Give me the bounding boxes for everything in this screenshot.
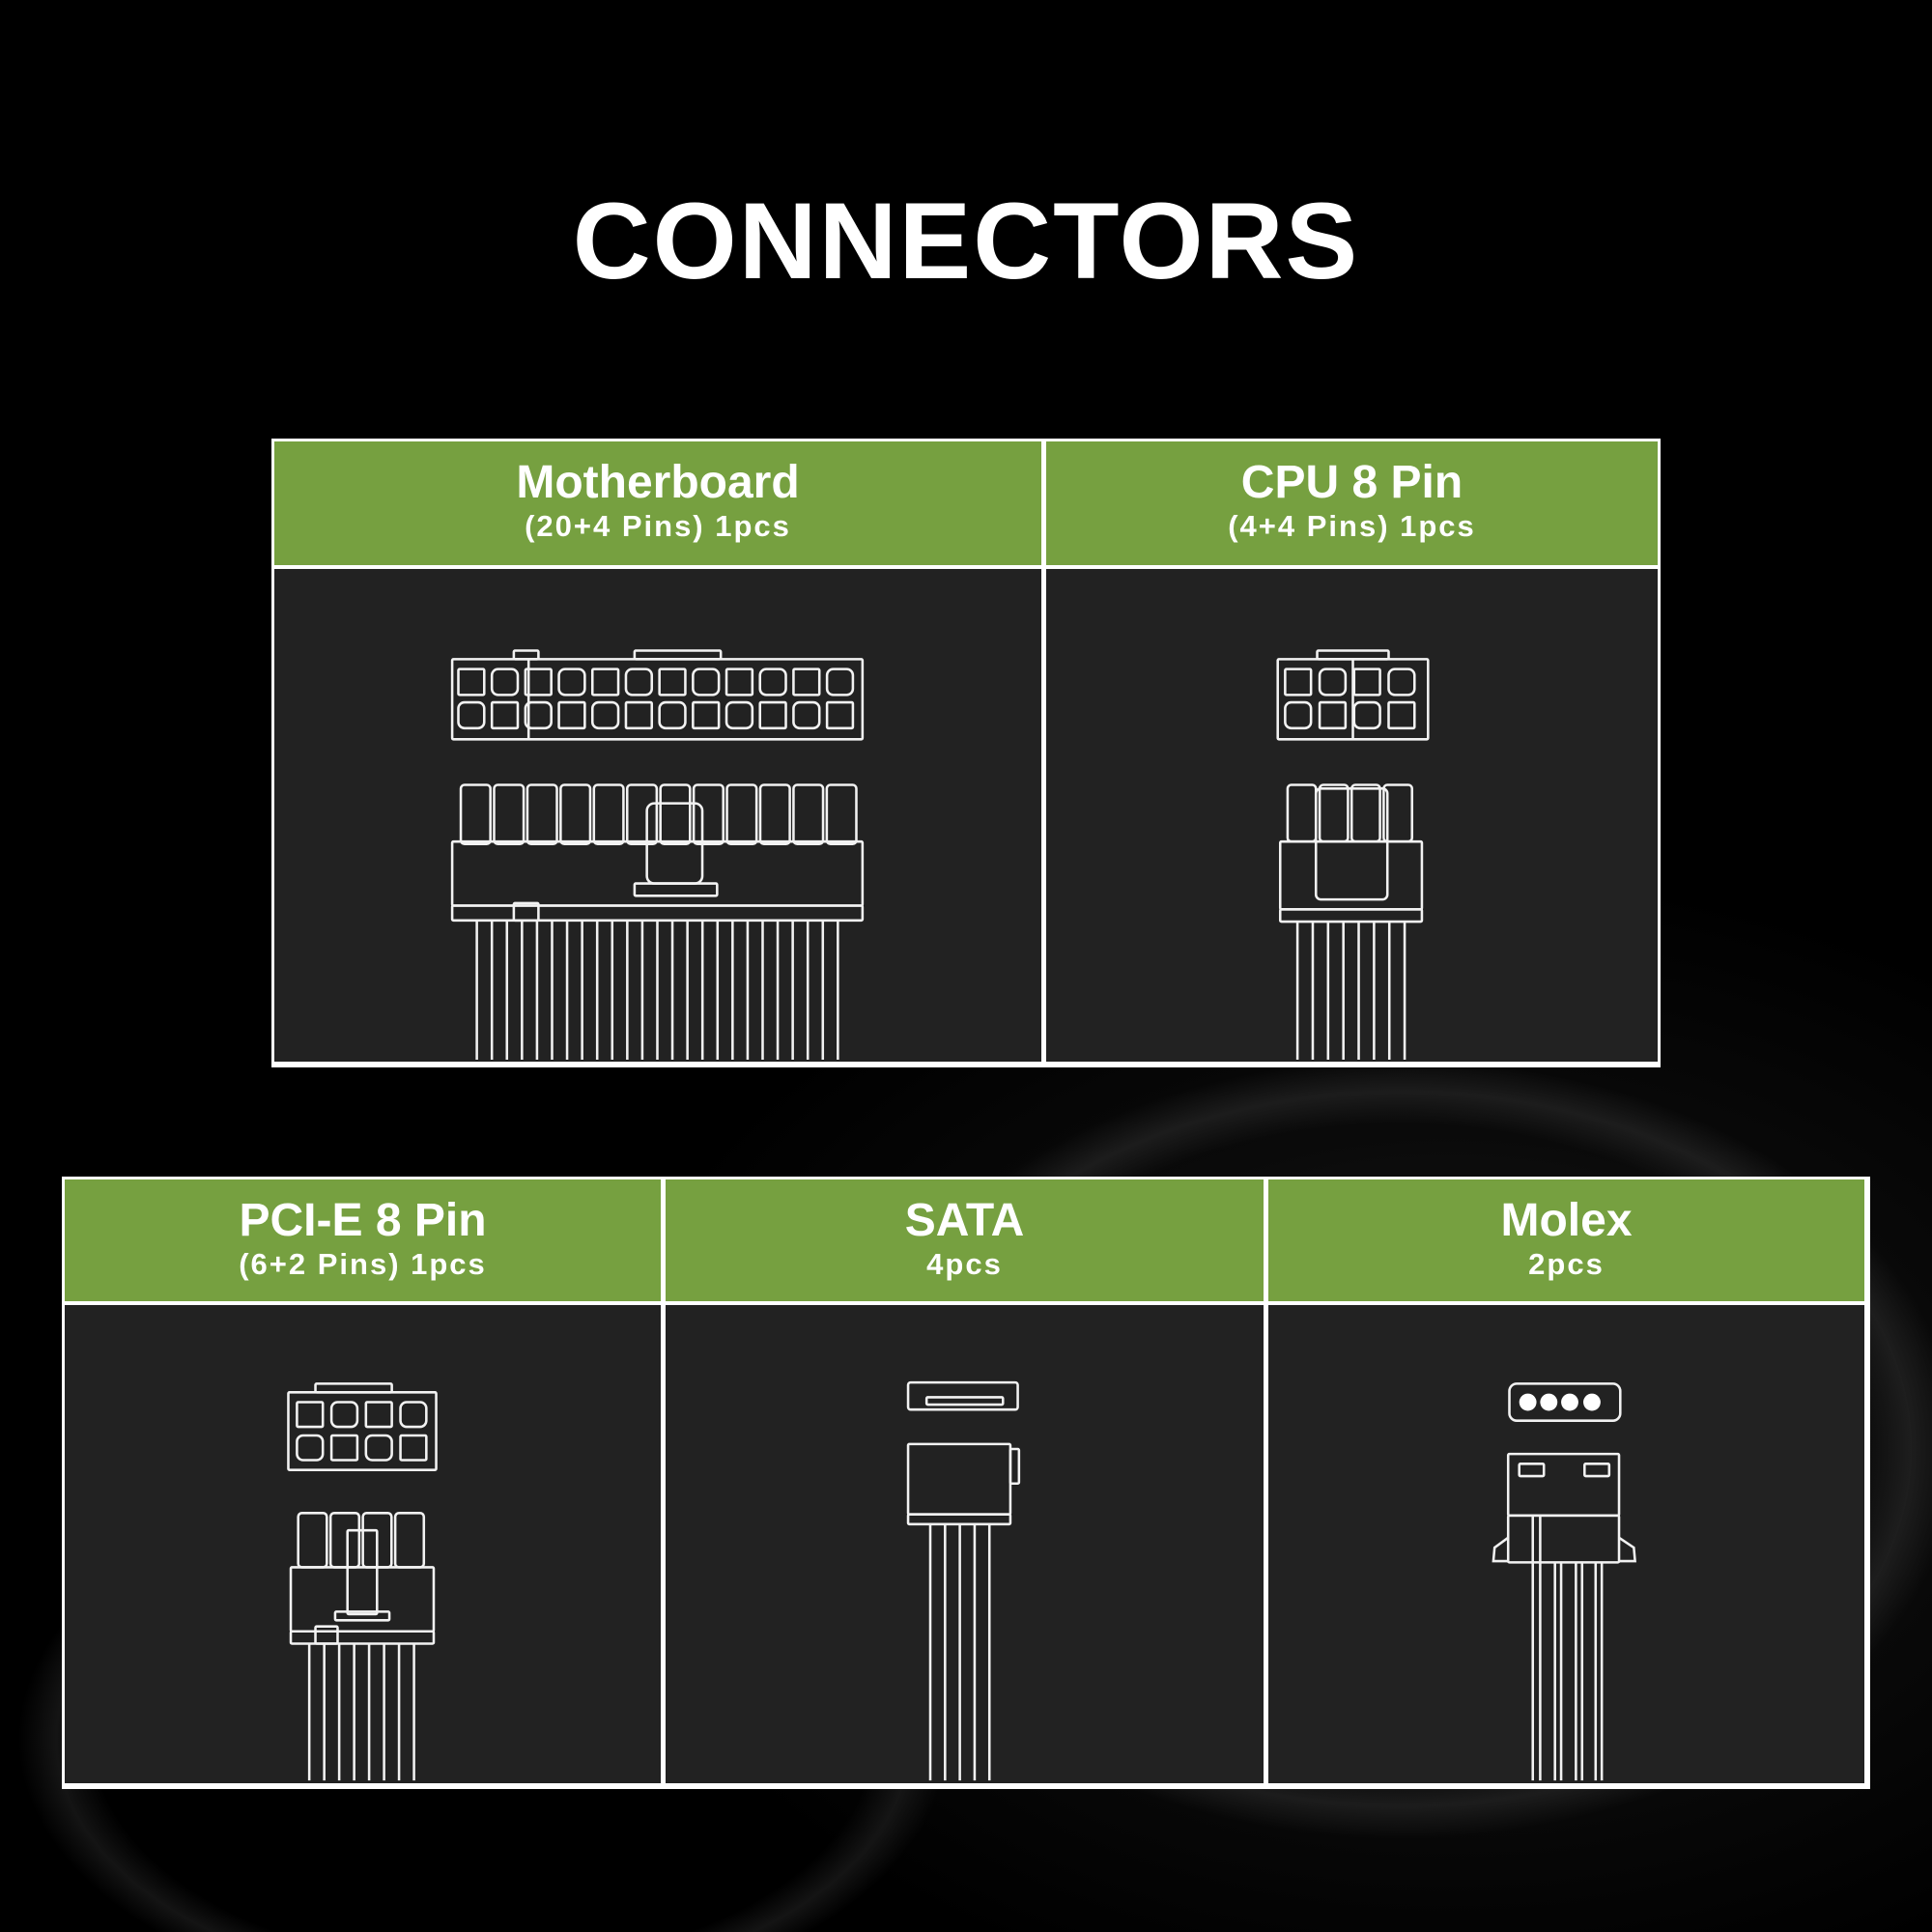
connector-name: CPU 8 Pin (1240, 457, 1463, 508)
header-pcie: PCI-E 8 Pin (6+2 Pins) 1pcs (65, 1179, 661, 1301)
connector-table-top: Motherboard (20+4 Pins) 1pcs CPU 8 Pin (… (271, 439, 1661, 1067)
connector-detail: 4pcs (926, 1247, 1003, 1281)
connector-detail: 2pcs (1528, 1247, 1605, 1281)
connector-table-bottom: PCI-E 8 Pin (6+2 Pins) 1pcs SATA 4pcs Mo… (62, 1177, 1870, 1789)
cell-pcie (65, 1305, 661, 1783)
connector-detail: (6+2 Pins) 1pcs (239, 1247, 487, 1281)
header-sata: SATA 4pcs (666, 1179, 1264, 1301)
header-molex: Molex 2pcs (1268, 1179, 1864, 1301)
connector-name: SATA (904, 1195, 1025, 1246)
connector-name: PCI-E 8 Pin (239, 1195, 487, 1246)
cell-sata (666, 1305, 1264, 1783)
cell-motherboard (274, 569, 1041, 1062)
cell-molex (1268, 1305, 1864, 1783)
connector-detail: (4+4 Pins) 1pcs (1228, 509, 1476, 543)
connector-detail: (20+4 Pins) 1pcs (525, 509, 791, 543)
header-motherboard: Motherboard (20+4 Pins) 1pcs (274, 441, 1041, 565)
connector-name: Motherboard (516, 457, 800, 508)
connector-name: Molex (1500, 1195, 1633, 1246)
header-cpu: CPU 8 Pin (4+4 Pins) 1pcs (1046, 441, 1658, 565)
cell-cpu (1046, 569, 1658, 1062)
page-title: CONNECTORS (572, 181, 1360, 301)
